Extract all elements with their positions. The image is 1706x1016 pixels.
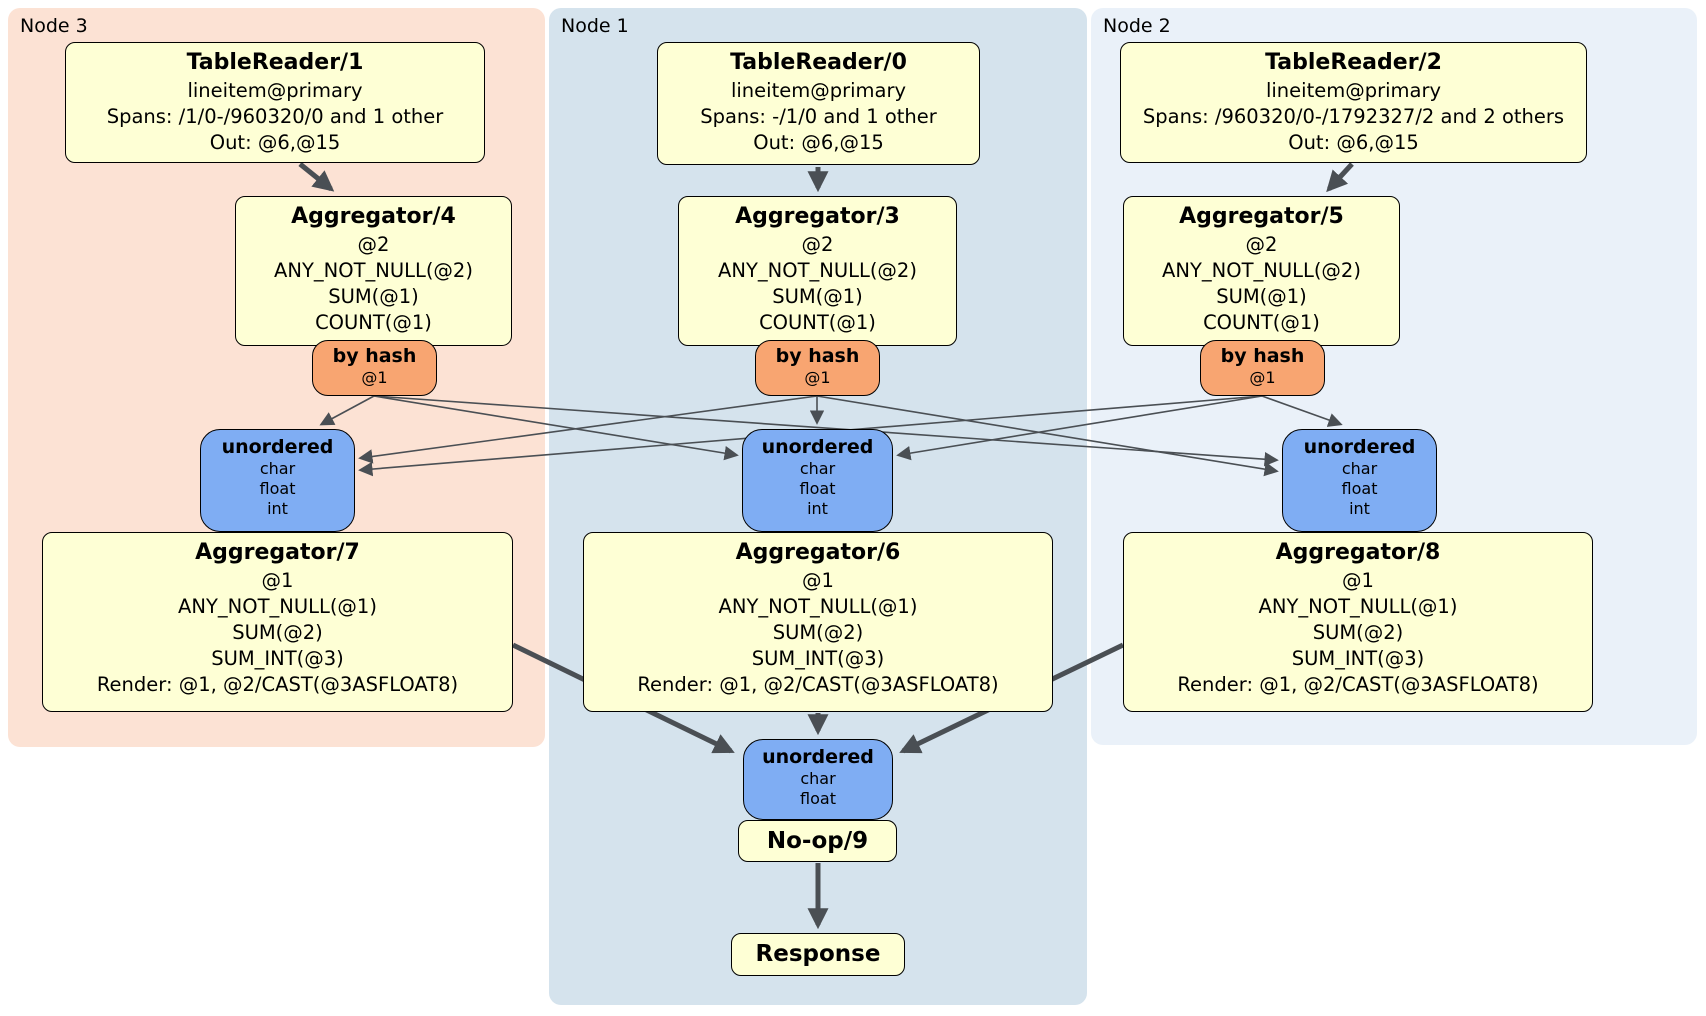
router-column: @1: [1249, 368, 1276, 387]
processor-detail: SUM(@1): [772, 285, 863, 308]
processor-aggregator-4: Aggregator/4 @2 ANY_NOT_NULL(@2) SUM(@1)…: [235, 196, 512, 346]
processor-title: TableReader/0: [730, 50, 907, 75]
processor-detail: @2: [1245, 233, 1278, 256]
sync-title: unordered: [221, 436, 334, 458]
processor-title: Aggregator/6: [735, 540, 901, 565]
processor-detail: ANY_NOT_NULL(@1): [178, 595, 377, 618]
processor-detail: ANY_NOT_NULL(@2): [274, 259, 473, 282]
processor-title: Aggregator/4: [291, 204, 456, 229]
processor-title: Response: [755, 941, 881, 967]
sync-column: char: [259, 459, 296, 478]
processor-detail: SUM_INT(@3): [1291, 647, 1425, 670]
sync-column: float: [799, 479, 836, 498]
processor-detail: ANY_NOT_NULL(@2): [718, 259, 917, 282]
router-title: by hash: [332, 345, 417, 367]
processor-detail: Out: @6,@15: [753, 131, 884, 154]
processor-detail: Out: @6,@15: [209, 131, 341, 154]
processor-title: TableReader/2: [1265, 50, 1442, 75]
panel-label-node-1: Node 1: [561, 15, 629, 37]
processor-tablereader-1: TableReader/1 lineitem@primary Spans: /1…: [65, 42, 485, 163]
processor-detail: lineitem@primary: [730, 79, 907, 102]
processor-aggregator-5: Aggregator/5 @2 ANY_NOT_NULL(@2) SUM(@1)…: [1123, 196, 1400, 346]
panel-label-node-2: Node 2: [1103, 15, 1171, 37]
processor-detail: Render: @1, @2/CAST(@3ASFLOAT8): [1177, 673, 1539, 696]
processor-tablereader-2: TableReader/2 lineitem@primary Spans: /9…: [1120, 42, 1587, 163]
sync-column: int: [267, 499, 288, 518]
processor-detail: Render: @1, @2/CAST(@3ASFLOAT8): [96, 673, 459, 696]
processor-aggregator-8: Aggregator/8 @1 ANY_NOT_NULL(@1) SUM(@2)…: [1123, 532, 1593, 712]
processor-detail: COUNT(@1): [759, 311, 876, 334]
processor-detail: Render: @1, @2/CAST(@3ASFLOAT8): [637, 673, 999, 696]
processor-aggregator-6: Aggregator/6 @1 ANY_NOT_NULL(@1) SUM(@2)…: [583, 532, 1053, 712]
processor-detail: COUNT(@1): [1203, 311, 1320, 334]
processor-detail: @2: [357, 233, 390, 256]
processor-detail: @1: [802, 569, 834, 592]
response-node: Response: [731, 933, 905, 976]
sync-column: char: [1341, 459, 1378, 478]
processor-detail: Out: @6,@15: [1288, 131, 1419, 154]
sync-title: unordered: [761, 436, 874, 458]
processor-detail: ANY_NOT_NULL(@1): [718, 595, 918, 618]
router-column: @1: [804, 368, 831, 387]
processor-detail: Spans: /960320/0-/1792327/2 and 2 others: [1142, 105, 1565, 128]
processor-detail: SUM(@2): [772, 621, 864, 644]
sync-column: float: [1341, 479, 1378, 498]
processor-detail: SUM(@2): [232, 621, 323, 644]
processor-detail: SUM(@1): [1216, 285, 1307, 308]
processor-detail: @1: [261, 569, 294, 592]
processor-title: Aggregator/3: [735, 204, 900, 229]
processor-tablereader-0: TableReader/0 lineitem@primary Spans: -/…: [657, 42, 980, 165]
sync-title: unordered: [1303, 436, 1416, 458]
processor-title: Aggregator/5: [1179, 204, 1344, 229]
router-by-hash-node1: by hash @1: [755, 340, 880, 396]
processor-title: Aggregator/7: [195, 540, 360, 565]
processor-detail: ANY_NOT_NULL(@1): [1258, 595, 1458, 618]
router-by-hash-node2: by hash @1: [1200, 340, 1325, 396]
processor-detail: SUM(@1): [328, 285, 419, 308]
processor-noop-9: No-op/9: [738, 820, 897, 862]
processor-detail: COUNT(@1): [315, 311, 432, 334]
processor-detail: Spans: -/1/0 and 1 other: [700, 105, 937, 128]
panel-label-node-3: Node 3: [20, 15, 88, 37]
router-title: by hash: [775, 345, 860, 367]
sync-unordered-final: unordered char float: [743, 739, 893, 820]
processor-detail: lineitem@primary: [187, 79, 363, 102]
sync-column: char: [799, 459, 836, 478]
sync-unordered-node1: unordered char float int: [742, 429, 893, 532]
processor-detail: @1: [1342, 569, 1374, 592]
processor-title: No-op/9: [766, 828, 869, 854]
router-column: @1: [361, 368, 388, 387]
processor-aggregator-7: Aggregator/7 @1 ANY_NOT_NULL(@1) SUM(@2)…: [42, 532, 513, 712]
router-by-hash-node3: by hash @1: [312, 340, 437, 396]
sync-title: unordered: [762, 746, 874, 768]
processor-detail: lineitem@primary: [1265, 79, 1442, 102]
sync-column: char: [800, 769, 836, 788]
sync-column: float: [800, 789, 836, 808]
processor-aggregator-3: Aggregator/3 @2 ANY_NOT_NULL(@2) SUM(@1)…: [678, 196, 957, 346]
sync-unordered-node3: unordered char float int: [200, 429, 355, 532]
processor-detail: ANY_NOT_NULL(@2): [1162, 259, 1361, 282]
sync-column: int: [1349, 499, 1370, 518]
processor-title: TableReader/1: [186, 50, 364, 75]
sync-column: float: [259, 479, 296, 498]
router-title: by hash: [1220, 345, 1305, 367]
processor-detail: SUM(@2): [1312, 621, 1404, 644]
processor-detail: SUM_INT(@3): [751, 647, 885, 670]
processor-detail: @2: [801, 233, 834, 256]
sync-column: int: [807, 499, 828, 518]
sync-unordered-node2: unordered char float int: [1282, 429, 1437, 532]
processor-title: Aggregator/8: [1275, 540, 1441, 565]
processor-detail: SUM_INT(@3): [211, 647, 344, 670]
processor-detail: Spans: /1/0-/960320/0 and 1 other: [106, 105, 444, 128]
